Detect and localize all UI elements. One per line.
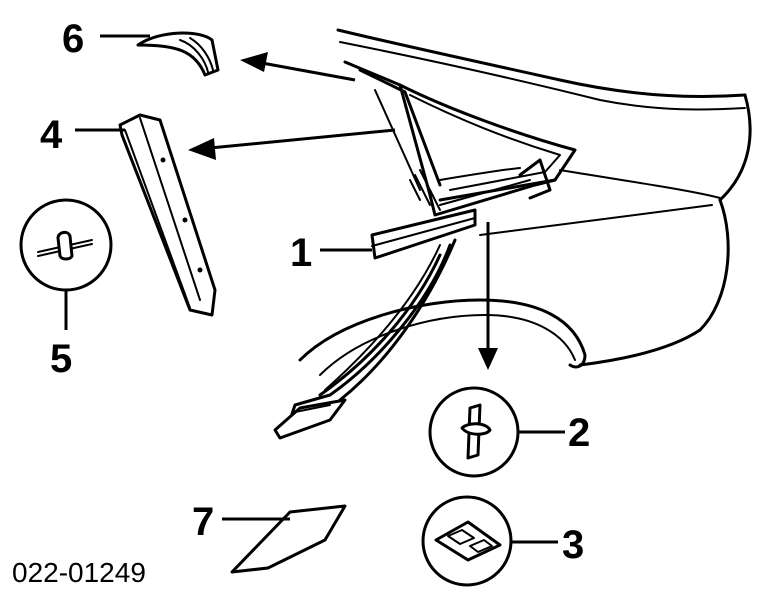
part-3-pad <box>421 495 558 587</box>
arrow-to-part-6 <box>240 52 356 82</box>
arrow-to-part-2 <box>478 222 498 370</box>
car-body-outline <box>298 28 752 402</box>
part-2-clip <box>428 386 565 478</box>
arrow-to-part-4 <box>188 128 396 160</box>
quarter-window-frame <box>343 60 577 217</box>
part-6-cap <box>136 31 220 77</box>
part-4-pillar-trim <box>118 113 217 317</box>
lower-pillar-trim <box>273 243 452 440</box>
callout-2: 2 <box>568 411 590 455</box>
part-7-panel <box>222 504 347 574</box>
part-number-label: 022-01249 <box>12 557 146 588</box>
part-1-molding <box>370 208 477 260</box>
part-5-clip <box>19 198 113 330</box>
callout-1: 1 <box>290 231 312 275</box>
callout-3: 3 <box>562 523 584 567</box>
callout-7: 7 <box>192 500 214 544</box>
callout-4: 4 <box>40 113 63 157</box>
callout-5: 5 <box>50 337 72 381</box>
callout-6: 6 <box>62 17 84 61</box>
